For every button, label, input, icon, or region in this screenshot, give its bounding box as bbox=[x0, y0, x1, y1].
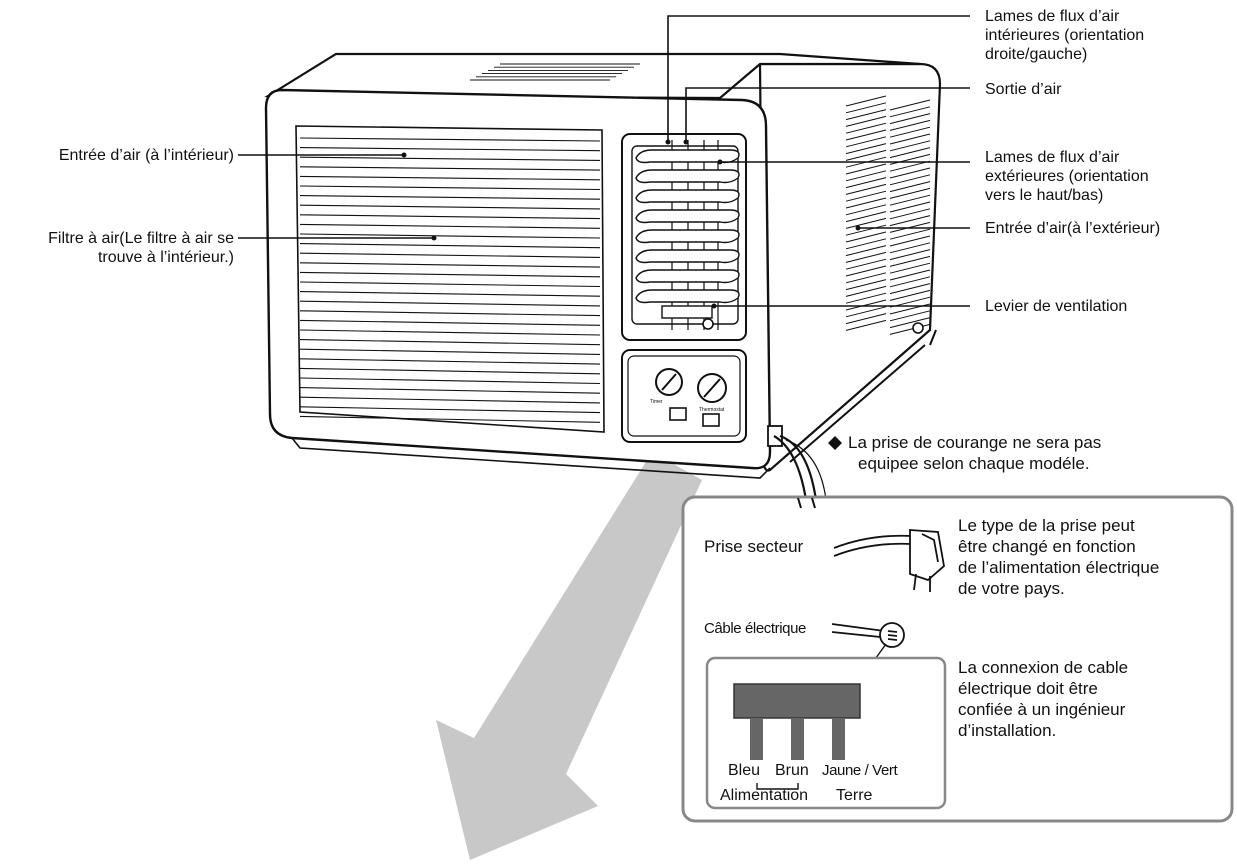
earth-label: Terre bbox=[836, 787, 873, 804]
vent-lever-knob bbox=[702, 318, 714, 330]
unit-top-panel bbox=[264, 52, 921, 100]
cable-connection-note: La connexion de cable électrique doit êt… bbox=[958, 658, 1129, 740]
plug-note: La prise de courange ne sera pas equipee… bbox=[848, 433, 1102, 473]
terminal-block bbox=[733, 683, 861, 719]
terminal-frame bbox=[705, 656, 947, 810]
air-outlet-label: Sortie d’air bbox=[985, 81, 1062, 98]
plug-type-note: Le type de la prise peut être changé en … bbox=[958, 516, 1160, 598]
front-grille bbox=[299, 137, 601, 423]
vent-lever-label: Levier de ventilation bbox=[985, 298, 1128, 315]
side-vents bbox=[845, 95, 931, 335]
fan-switch bbox=[702, 413, 720, 427]
supply-bracket bbox=[756, 783, 799, 790]
wire-yellow-green-label: Jaune / Vert bbox=[822, 762, 898, 779]
plug-icon bbox=[833, 529, 945, 592]
bullet-diamond-icon bbox=[828, 436, 842, 450]
wire-blue bbox=[750, 718, 763, 760]
air-inlet-inside-label: Entrée d’air (à l’intérieur) bbox=[58, 147, 234, 164]
wire-brown bbox=[791, 718, 804, 760]
cable-icon bbox=[831, 622, 905, 685]
power-switch bbox=[669, 407, 687, 421]
exterior-blades-label: Lames de flux d’air extérieures (orienta… bbox=[985, 149, 1149, 204]
supply-label: Alimentation bbox=[720, 787, 809, 804]
top-vents bbox=[470, 63, 640, 81]
wire-brown-label: Brun bbox=[775, 762, 809, 779]
outlet-blades bbox=[635, 149, 740, 304]
timer-label: Timer bbox=[650, 399, 663, 405]
arrow-down-left-icon bbox=[436, 452, 702, 860]
wire-blue-label: Bleu bbox=[728, 762, 761, 779]
thermostat-label: Thermostat bbox=[699, 407, 725, 413]
air-inlet-outside-label: Entrée d’air(à l’extérieur) bbox=[985, 220, 1161, 237]
wire-yellow-green bbox=[832, 718, 845, 760]
cable-label: Câble électrique bbox=[704, 620, 806, 637]
leader-lines bbox=[238, 15, 970, 307]
interior-blades-label: Lames de flux d’air intérieures (orienta… bbox=[985, 8, 1145, 63]
unit-side-panel bbox=[758, 62, 942, 472]
plug-label: Prise secteur bbox=[704, 537, 804, 556]
air-filter-label: Filtre à air(Le filtre à air se trouve à… bbox=[48, 230, 234, 266]
